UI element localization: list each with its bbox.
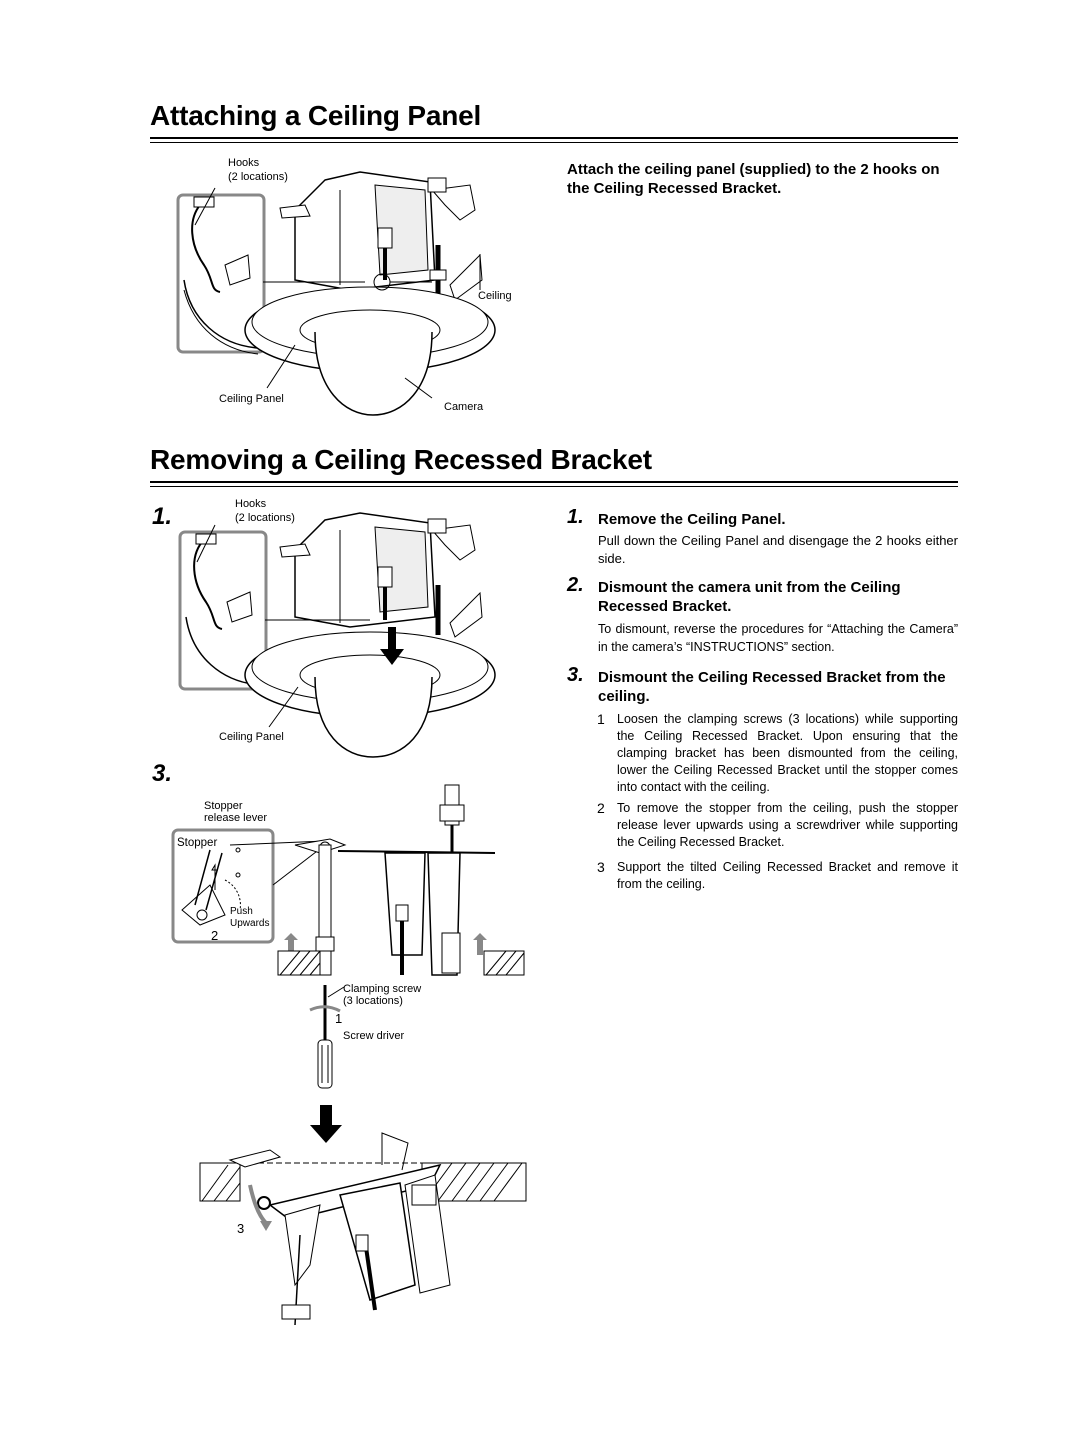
label-step2: 2 [211,928,219,943]
label-push: Push [230,906,253,917]
step2-text: To dismount, reverse the procedures for … [598,622,958,654]
figure-ceiling-panel [176,171,496,416]
label-hooks: Hooks [228,157,260,169]
label-stopper-release: Stopper [204,800,243,812]
step2-number: 2. [567,574,584,596]
label-upwards: Upwards [230,918,270,929]
label-camera: Camera [444,401,484,413]
substep2-number: 2 [597,800,605,816]
title-rule [150,137,958,139]
title-rule-2-thin [150,486,958,487]
label-step3: 3 [237,1221,245,1236]
label-ceiling: Ceiling [478,290,512,302]
fig1-label-hooks-count: (2 locations) [235,512,295,524]
label-release-lever: release lever [204,812,267,824]
title-rule-thin [150,142,958,143]
substep3-number: 3 [597,859,605,875]
label-stopper: Stopper [177,837,218,849]
step1-number: 1. [567,506,584,528]
fig3-number: 3. [152,760,173,787]
substep1-text: Loosen the clamping screws (3 locations)… [617,712,958,794]
section-title-removing: Removing a Ceiling Recessed Bracket [150,444,652,475]
step3-number: 3. [567,664,584,686]
label-hooks-count: (2 locations) [228,171,288,183]
substep3-text: Support the tilted Ceiling Recessed Brac… [617,860,958,891]
label-clamping-count: (3 locations) [343,995,403,1007]
label-step1: 1 [335,1011,343,1026]
figure-remove-bracket [171,784,527,1326]
label-screw-driver: Screw driver [343,1030,405,1042]
fig1-number: 1. [152,503,173,530]
section-title-attaching: Attaching a Ceiling Panel [150,100,482,131]
substep1-number: 1 [597,711,605,727]
step1-heading: Remove the Ceiling Panel. [598,511,786,528]
title-rule-2 [150,481,958,483]
label-ceiling-panel: Ceiling Panel [219,393,284,405]
fig1-label-hooks: Hooks [235,498,267,510]
step2-heading: Dismount the camera unit from the Ceilin… [598,579,901,615]
step1-text: Pull down the Ceiling Panel and disengag… [598,533,958,566]
label-clamping-screw: Clamping screw [343,983,422,995]
attach-instruction: Attach the ceiling panel (supplied) to t… [567,161,940,197]
substep2-text: To remove the stopper from the ceiling, … [617,801,958,849]
figure-remove-panel [178,512,496,758]
step3-heading: Dismount the Ceiling Recessed Bracket fr… [598,669,946,705]
fig1-label-ceiling-panel: Ceiling Panel [219,731,284,743]
